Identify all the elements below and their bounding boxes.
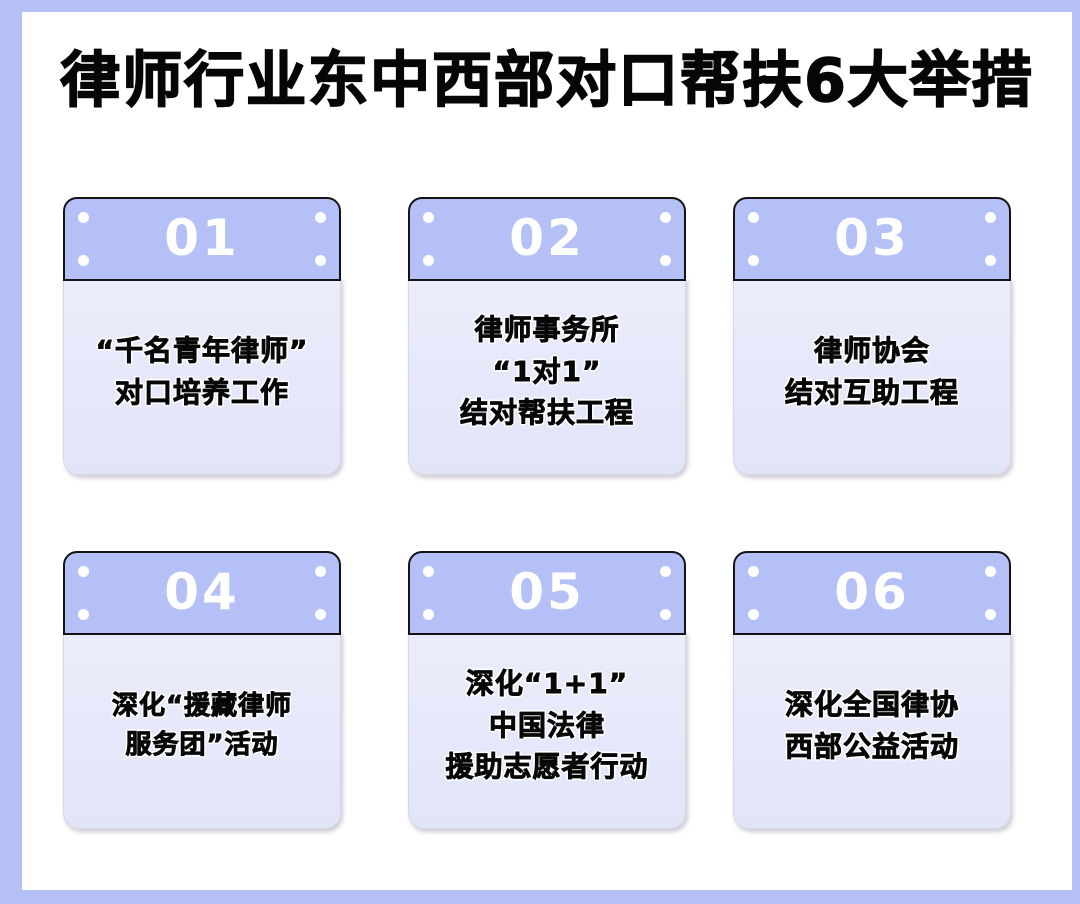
card-number-01: 01 bbox=[164, 209, 240, 267]
card-number-03: 03 bbox=[834, 209, 910, 267]
punch-hole-icon bbox=[985, 566, 996, 577]
card-header-03: 03 bbox=[733, 197, 1011, 281]
card-text-04: 深化“援藏律师 服务团”活动 bbox=[74, 688, 330, 764]
punch-hole-icon bbox=[748, 566, 759, 577]
punch-hole-icon bbox=[748, 255, 759, 266]
card-line: 服务团”活动 bbox=[125, 729, 279, 760]
punch-hole-icon bbox=[315, 609, 326, 620]
measure-card-03[interactable]: 03 律师协会 结对互助工程 bbox=[733, 197, 1011, 475]
punch-hole-icon bbox=[315, 566, 326, 577]
card-number-05: 05 bbox=[509, 563, 585, 621]
punch-hole-icon bbox=[423, 609, 434, 620]
card-number-04: 04 bbox=[164, 563, 240, 621]
card-line: 西部公益活动 bbox=[784, 729, 959, 763]
card-body-03: 律师协会 结对互助工程 bbox=[733, 277, 1011, 475]
card-line: 深化“1+1” bbox=[465, 666, 629, 700]
punch-hole-icon bbox=[315, 212, 326, 223]
card-line: “千名青年律师” bbox=[95, 333, 309, 367]
punch-hole-icon bbox=[985, 212, 996, 223]
punch-hole-icon bbox=[423, 566, 434, 577]
card-line: 深化“援藏律师 bbox=[111, 690, 293, 721]
card-body-05: 深化“1+1” 中国法律 援助志愿者行动 bbox=[408, 631, 686, 829]
measure-card-05[interactable]: 05 深化“1+1” 中国法律 援助志愿者行动 bbox=[408, 551, 686, 829]
punch-hole-icon bbox=[985, 255, 996, 266]
card-line: “1对1” bbox=[492, 354, 602, 388]
card-body-01: “千名青年律师” 对口培养工作 bbox=[63, 277, 341, 475]
card-line: 对口培养工作 bbox=[114, 375, 289, 409]
card-body-04: 深化“援藏律师 服务团”活动 bbox=[63, 631, 341, 829]
card-line: 律师协会 bbox=[813, 333, 930, 367]
card-header-06: 06 bbox=[733, 551, 1011, 635]
card-text-06: 深化全国律协 西部公益活动 bbox=[744, 685, 1000, 767]
card-text-03: 律师协会 结对互助工程 bbox=[744, 331, 1000, 413]
card-header-04: 04 bbox=[63, 551, 341, 635]
card-line: 中国法律 bbox=[488, 708, 605, 742]
card-body-02: 律师事务所 “1对1” 结对帮扶工程 bbox=[408, 277, 686, 475]
punch-hole-icon bbox=[985, 609, 996, 620]
measure-card-04[interactable]: 04 深化“援藏律师 服务团”活动 bbox=[63, 551, 341, 829]
punch-hole-icon bbox=[78, 212, 89, 223]
page-title: 律师行业东中西部对口帮扶6大举措 bbox=[59, 46, 1034, 117]
card-line: 结对帮扶工程 bbox=[459, 396, 634, 430]
card-text-05: 深化“1+1” 中国法律 援助志愿者行动 bbox=[419, 664, 675, 787]
card-line: 律师事务所 bbox=[474, 312, 620, 346]
measure-card-02[interactable]: 02 律师事务所 “1对1” 结对帮扶工程 bbox=[408, 197, 686, 475]
punch-hole-icon bbox=[748, 609, 759, 620]
measure-card-06[interactable]: 06 深化全国律协 西部公益活动 bbox=[733, 551, 1011, 829]
punch-hole-icon bbox=[660, 609, 671, 620]
card-body-06: 深化全国律协 西部公益活动 bbox=[733, 631, 1011, 829]
card-number-02: 02 bbox=[509, 209, 585, 267]
card-text-01: “千名青年律师” 对口培养工作 bbox=[74, 331, 330, 413]
punch-hole-icon bbox=[78, 566, 89, 577]
poster-canvas: 律师行业东中西部对口帮扶6大举措 01 “千名青年律师” 对口培养工作 bbox=[22, 12, 1072, 890]
punch-hole-icon bbox=[660, 255, 671, 266]
card-header-05: 05 bbox=[408, 551, 686, 635]
measure-card-01[interactable]: 01 “千名青年律师” 对口培养工作 bbox=[63, 197, 341, 475]
card-line: 深化全国律协 bbox=[784, 687, 959, 721]
card-number-06: 06 bbox=[834, 563, 910, 621]
punch-hole-icon bbox=[660, 212, 671, 223]
punch-hole-icon bbox=[660, 566, 671, 577]
punch-hole-icon bbox=[315, 255, 326, 266]
punch-hole-icon bbox=[748, 212, 759, 223]
punch-hole-icon bbox=[78, 609, 89, 620]
card-header-01: 01 bbox=[63, 197, 341, 281]
card-line: 结对互助工程 bbox=[784, 375, 959, 409]
punch-hole-icon bbox=[423, 212, 434, 223]
card-text-02: 律师事务所 “1对1” 结对帮扶工程 bbox=[419, 310, 675, 433]
punch-hole-icon bbox=[423, 255, 434, 266]
punch-hole-icon bbox=[78, 255, 89, 266]
card-header-02: 02 bbox=[408, 197, 686, 281]
card-line: 援助志愿者行动 bbox=[445, 750, 649, 784]
